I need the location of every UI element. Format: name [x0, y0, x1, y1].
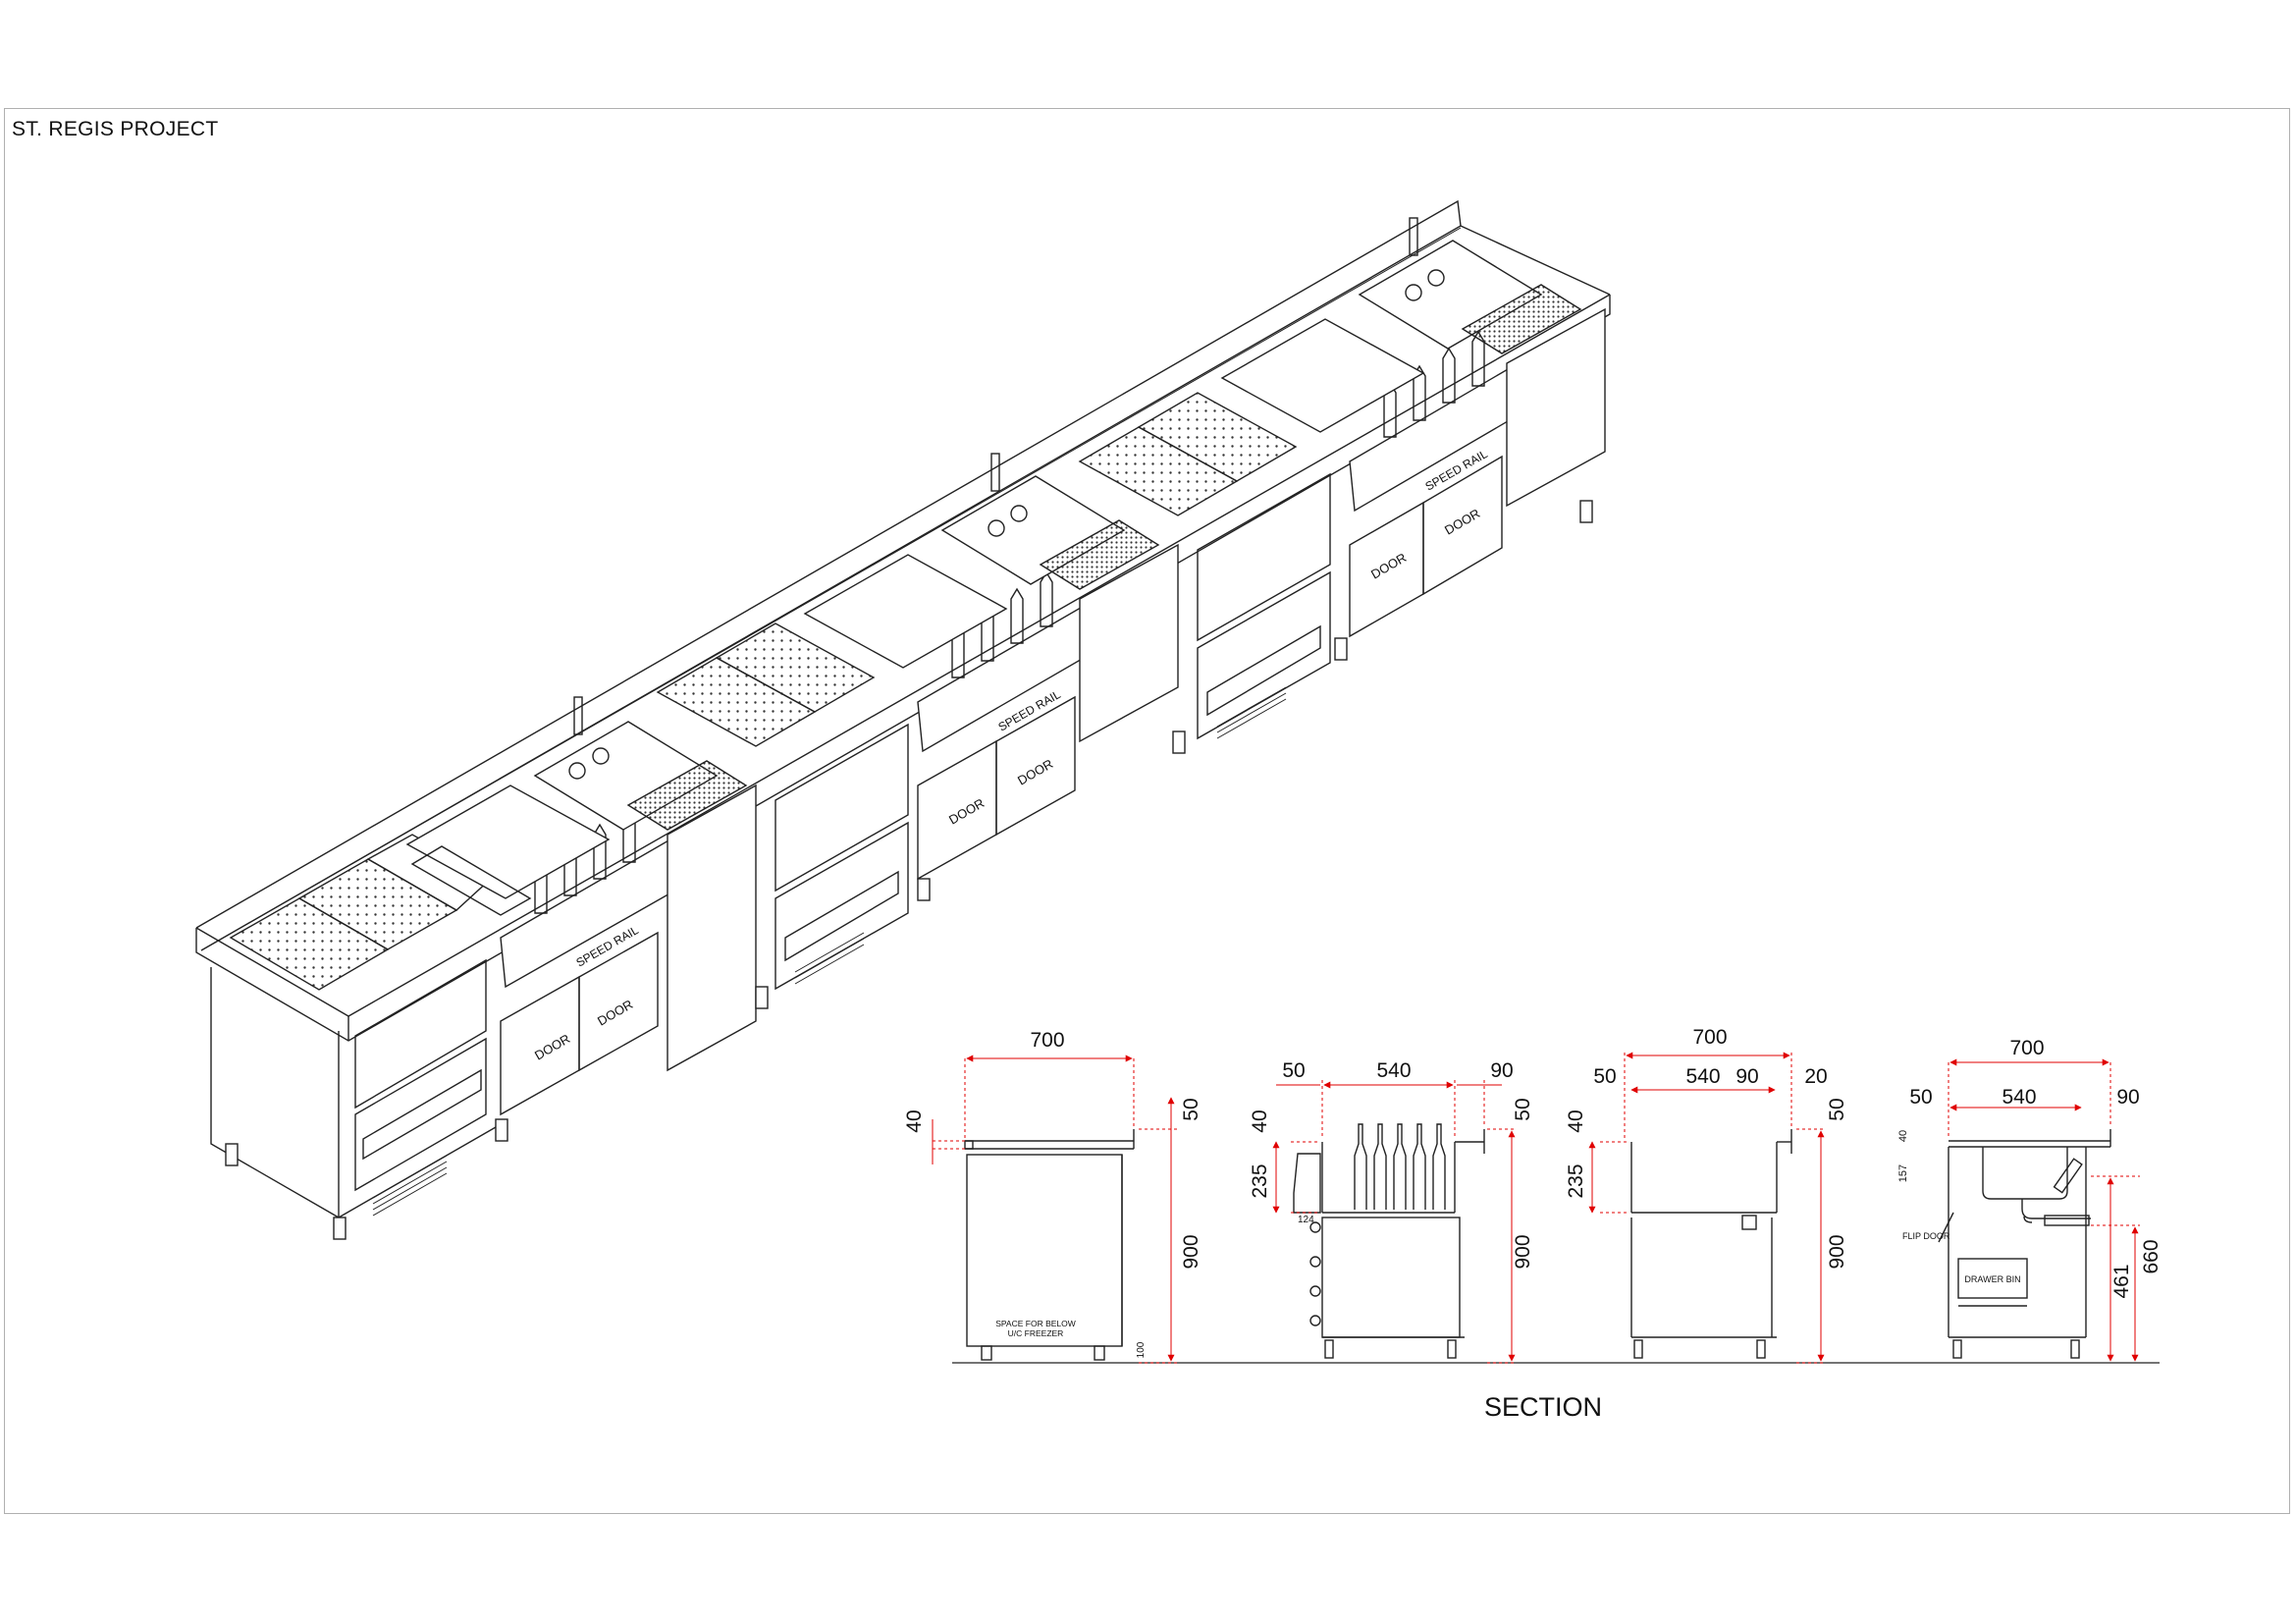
- dim-width: 700: [1030, 1029, 1064, 1052]
- project-title: ST. REGIS PROJECT: [12, 118, 219, 140]
- dim-lip: 40: [903, 1109, 926, 1132]
- isometric-bar-view: SPEED RAIL DOOR DOOR: [195, 199, 1611, 1240]
- dim-well: 235: [1565, 1163, 1587, 1198]
- dim-right: 90: [1735, 1065, 1758, 1088]
- dim-leg: 100: [1136, 1341, 1147, 1358]
- flip-door-label: FLIP DOOR: [1902, 1231, 1950, 1241]
- dim-height: 900: [1512, 1234, 1534, 1269]
- mid-drawers: [755, 723, 909, 1009]
- dim-h1: 461: [2110, 1264, 2133, 1298]
- dim-top: 50: [1512, 1098, 1534, 1120]
- left-drawers: [354, 958, 487, 1217]
- dim-overall: 700: [2009, 1037, 2044, 1059]
- dim-left: 50: [1282, 1059, 1305, 1082]
- door-label: DOOR: [1368, 550, 1409, 581]
- door-label: DOOR: [532, 1031, 572, 1062]
- section-3: 700 50 540 90 20 50 40 235 900: [1565, 1026, 1848, 1364]
- section-1: SPACE FOR BELOW U/C FREEZER 700 50 40 90: [903, 1029, 1202, 1364]
- dim-h2: 660: [2140, 1239, 2163, 1273]
- right-drawers: [1197, 472, 1331, 740]
- door-label: DOOR: [1442, 506, 1482, 537]
- dim-well: 235: [1249, 1163, 1271, 1198]
- section-views: SPACE FOR BELOW U/C FREEZER 700 50 40 90: [903, 1026, 2163, 1422]
- dim-lip: 40: [1565, 1109, 1587, 1132]
- dim-height: 900: [1826, 1234, 1848, 1269]
- door-label: DOOR: [1015, 756, 1055, 787]
- door-label: DOOR: [946, 795, 987, 827]
- door-label: DOOR: [595, 997, 635, 1028]
- dim-top: 50: [1180, 1098, 1202, 1120]
- section-2: 124 540 50 90 50 40: [1249, 1059, 1534, 1364]
- dim-overall: 700: [1692, 1026, 1727, 1049]
- drawer-bin-label: DRAWER BIN: [1964, 1274, 2020, 1284]
- dim-width: 540: [1685, 1065, 1720, 1088]
- dim-right: 90: [1490, 1059, 1513, 1082]
- dim-width: 540: [2002, 1086, 2036, 1109]
- dim-right: 90: [2116, 1086, 2139, 1109]
- dim-left: 50: [1593, 1065, 1616, 1088]
- dim-top: 50: [1826, 1098, 1848, 1120]
- dim-lip: 40: [1249, 1109, 1271, 1132]
- dim-width: 540: [1376, 1059, 1411, 1082]
- drawing-frame: [4, 108, 2290, 1514]
- dim-left: 50: [1909, 1086, 1932, 1109]
- freezer-note-2: U/C FREEZER: [1008, 1328, 1064, 1338]
- section-4: DRAWER BIN FLIP DOOR 700 50: [1897, 1037, 2163, 1362]
- dim-edge: 20: [1804, 1065, 1827, 1088]
- freezer-note-1: SPACE FOR BELOW: [995, 1319, 1076, 1328]
- dim-lip: 40: [1897, 1130, 1909, 1142]
- dim-small: 124: [1298, 1215, 1314, 1225]
- section-title: SECTION: [1484, 1392, 1602, 1422]
- dim-height: 900: [1180, 1234, 1202, 1269]
- dim-sink: 157: [1897, 1164, 1909, 1182]
